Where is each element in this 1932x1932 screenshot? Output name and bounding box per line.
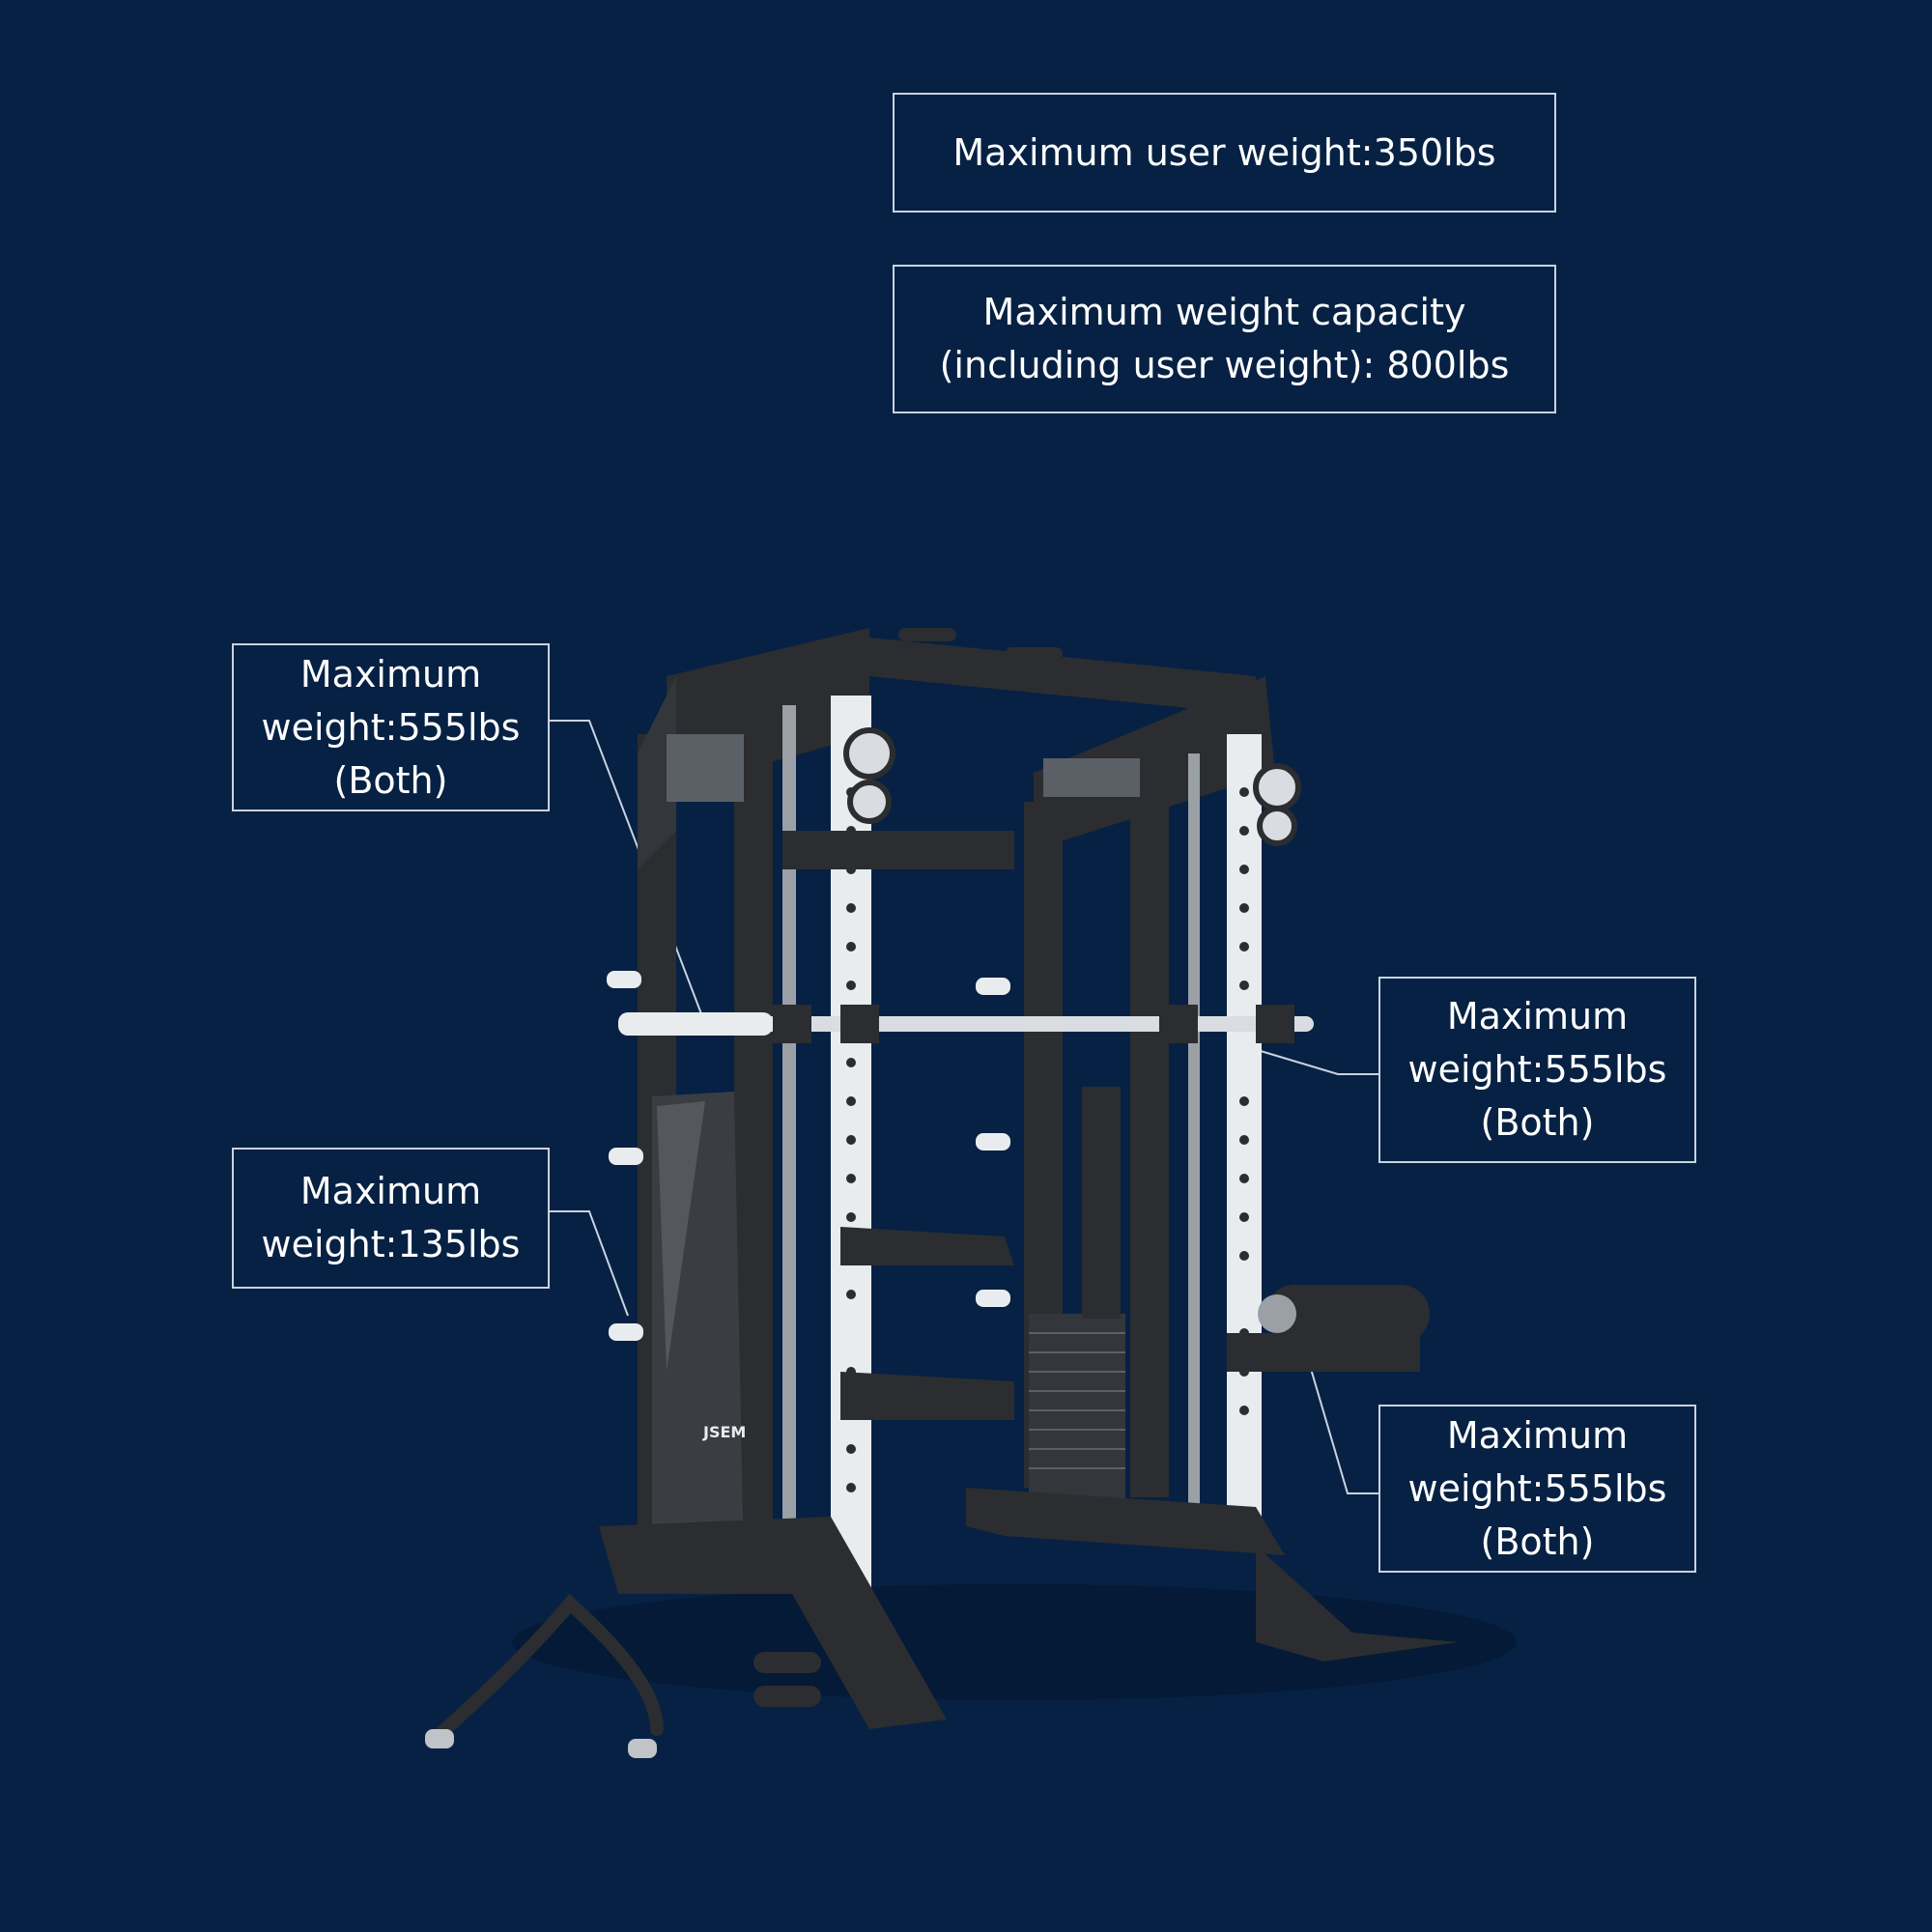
spec-line: (including user weight): 800lbs [939, 344, 1510, 386]
spec-right-lower: Maximum weight:555lbs (Both) [1378, 1405, 1696, 1573]
spec-line: Maximum weight capacity [982, 291, 1466, 333]
spec-left-upper: Maximum weight:555lbs (Both) [232, 643, 550, 811]
brand-mark: JSEM [702, 1423, 746, 1441]
spec-right-upper: Maximum weight:555lbs (Both) [1378, 977, 1696, 1163]
spec-line: weight:555lbs [1407, 1048, 1667, 1091]
spec-line: weight:135lbs [261, 1223, 521, 1265]
spec-line: Maximum user weight:350lbs [952, 130, 1496, 174]
spec-line: Maximum [1446, 995, 1629, 1037]
spec-line: Maximum [299, 652, 482, 696]
spec-line: (Both) [333, 758, 448, 802]
spec-line: Maximum [299, 1170, 482, 1212]
spec-line: Maximum [1446, 1413, 1629, 1457]
spec-max-user-weight: Maximum user weight:350lbs [893, 93, 1556, 213]
spec-line: (Both) [1480, 1101, 1595, 1144]
spec-left-lower: Maximum weight:135lbs [232, 1148, 550, 1289]
spec-line: (Both) [1480, 1520, 1595, 1563]
spec-max-weight-capacity: Maximum weight capacity (including user … [893, 265, 1556, 413]
spec-line: weight:555lbs [261, 705, 521, 749]
spec-line: weight:555lbs [1407, 1466, 1667, 1510]
